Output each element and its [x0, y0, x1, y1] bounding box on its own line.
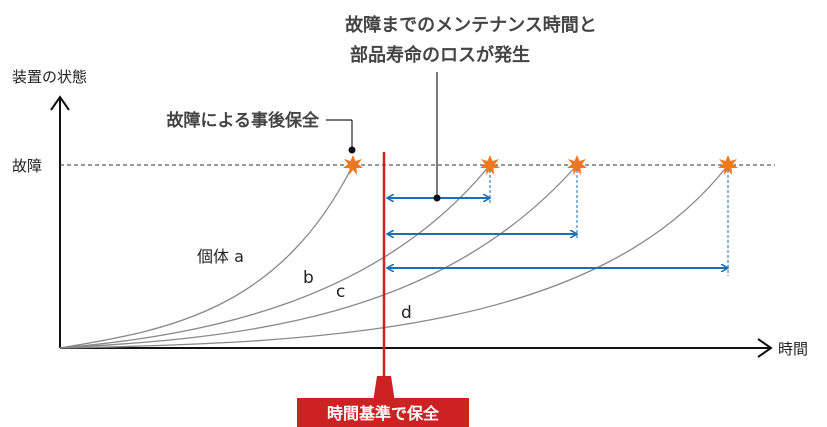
curve-label-d: d: [401, 303, 412, 323]
y-axis-label: 装置の状態: [12, 68, 87, 86]
failure-burst-a: [343, 155, 363, 175]
failure-burst-d: [718, 155, 738, 175]
x-axis-label: 時間: [778, 340, 808, 358]
loss-label-line2: 部品寿命のロスが発生: [350, 44, 530, 66]
failure-burst-b: [480, 155, 500, 175]
breakdown-callout-dot: [348, 146, 356, 154]
curve-a: [59, 164, 354, 349]
breakdown-maintenance-label: 故障による事後保全: [167, 110, 320, 131]
curve-c: [59, 164, 578, 349]
curve-d: [59, 164, 729, 349]
x-axis-arrowhead: [757, 338, 773, 358]
loss-callout-dot: [433, 194, 441, 202]
y-axis-arrowhead: [50, 95, 70, 111]
loss-label-line1: 故障までのメンテナンス時間と: [345, 14, 597, 36]
curve-label-b: b: [303, 268, 314, 288]
curve-label-a: 個体 a: [197, 247, 244, 266]
time-based-maintenance-label: 時間基準で保全: [327, 404, 440, 423]
failure-level-label: 故障: [12, 157, 42, 175]
curve-label-c: c: [336, 282, 345, 302]
maintenance-label-pointer: [373, 376, 395, 402]
maintenance-label-box: [297, 398, 469, 427]
failure-burst-c: [567, 155, 587, 175]
curve-b: [59, 164, 491, 349]
